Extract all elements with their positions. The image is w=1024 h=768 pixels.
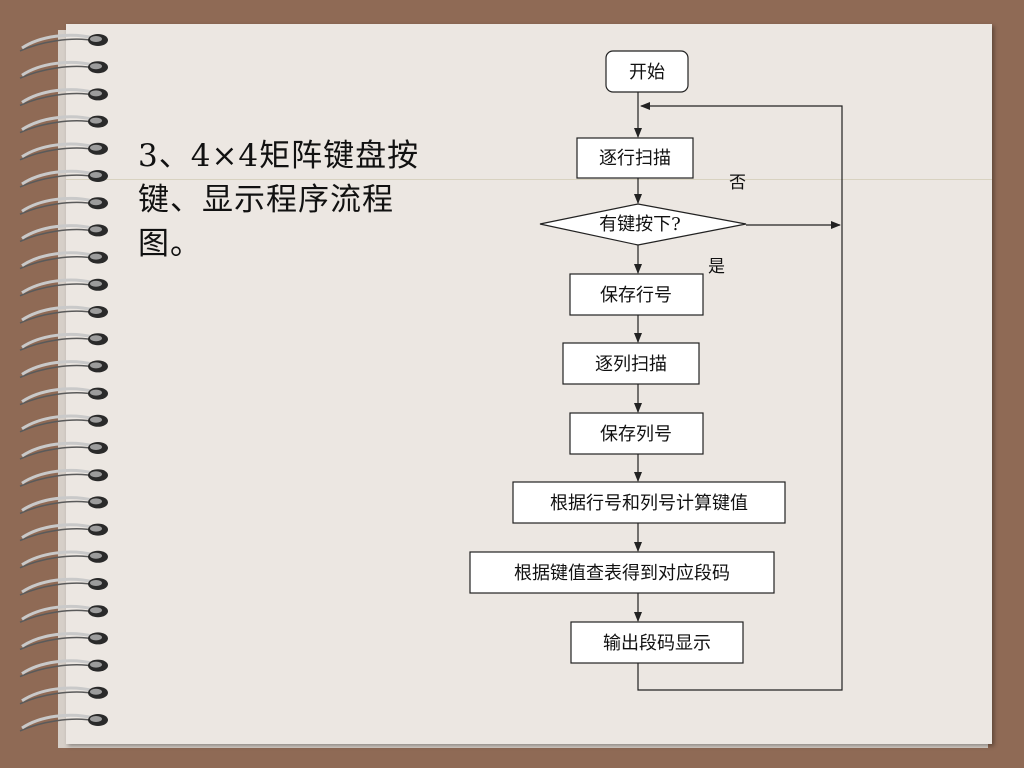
binding-ring [19,224,108,243]
binding-ring [19,496,108,515]
binding-ring [19,713,108,732]
binding-ring [19,604,108,623]
lookup-code-node: 根据键值查表得到对应段码 [469,551,775,594]
notebook-page [66,24,992,744]
compute-key-node: 根据行号和列号计算键值 [512,481,786,524]
spiral-binding [19,33,108,732]
slide-title: 3、4×4矩阵键盘按 键、显示程序流程 图。 [138,138,420,262]
binding-ring [19,441,108,460]
binding-ring [19,251,108,270]
binding-ring [19,196,108,215]
edge-loop-back [637,102,843,691]
display-label: 输出段码显示 [603,633,711,654]
no-label: 否 [729,173,746,193]
binding-ring [19,115,108,134]
binding-ring [19,550,108,569]
binding-ring [19,305,108,324]
binding-ring [19,360,108,379]
decision-node: 有键按下? [539,203,747,246]
ruled-line [66,179,992,180]
binding-ring [19,632,108,651]
scan-cols-label: 逐列扫描 [595,354,667,375]
binding-ring [19,60,108,79]
save-row-label: 保存行号 [600,285,672,306]
binding-ring [19,142,108,161]
binding-ring [19,332,108,351]
save-col-node: 保存列号 [569,412,704,455]
display-node: 输出段码显示 [570,621,744,664]
save-row-node: 保存行号 [569,273,704,316]
scan-rows-node: 逐行扫描 [576,137,694,179]
start-node: 开始 [605,50,689,93]
binding-ring [19,577,108,596]
binding-ring [19,169,108,188]
binding-ring [19,33,108,52]
scan-rows-label: 逐行扫描 [599,148,671,169]
compute-key-label: 根据行号和列号计算键值 [550,493,748,514]
start-label: 开始 [629,62,665,83]
binding-ring [19,468,108,487]
scan-cols-node: 逐列扫描 [562,342,700,385]
binding-ring [19,686,108,705]
binding-ring [19,414,108,433]
binding-ring [19,278,108,297]
binding-ring [19,659,108,678]
decision-label: 有键按下? [599,214,681,235]
yes-label: 是 [708,257,725,277]
save-col-label: 保存列号 [600,424,672,445]
binding-ring [19,88,108,107]
binding-ring [19,523,108,542]
binding-ring [19,387,108,406]
lookup-code-label: 根据键值查表得到对应段码 [514,563,730,584]
